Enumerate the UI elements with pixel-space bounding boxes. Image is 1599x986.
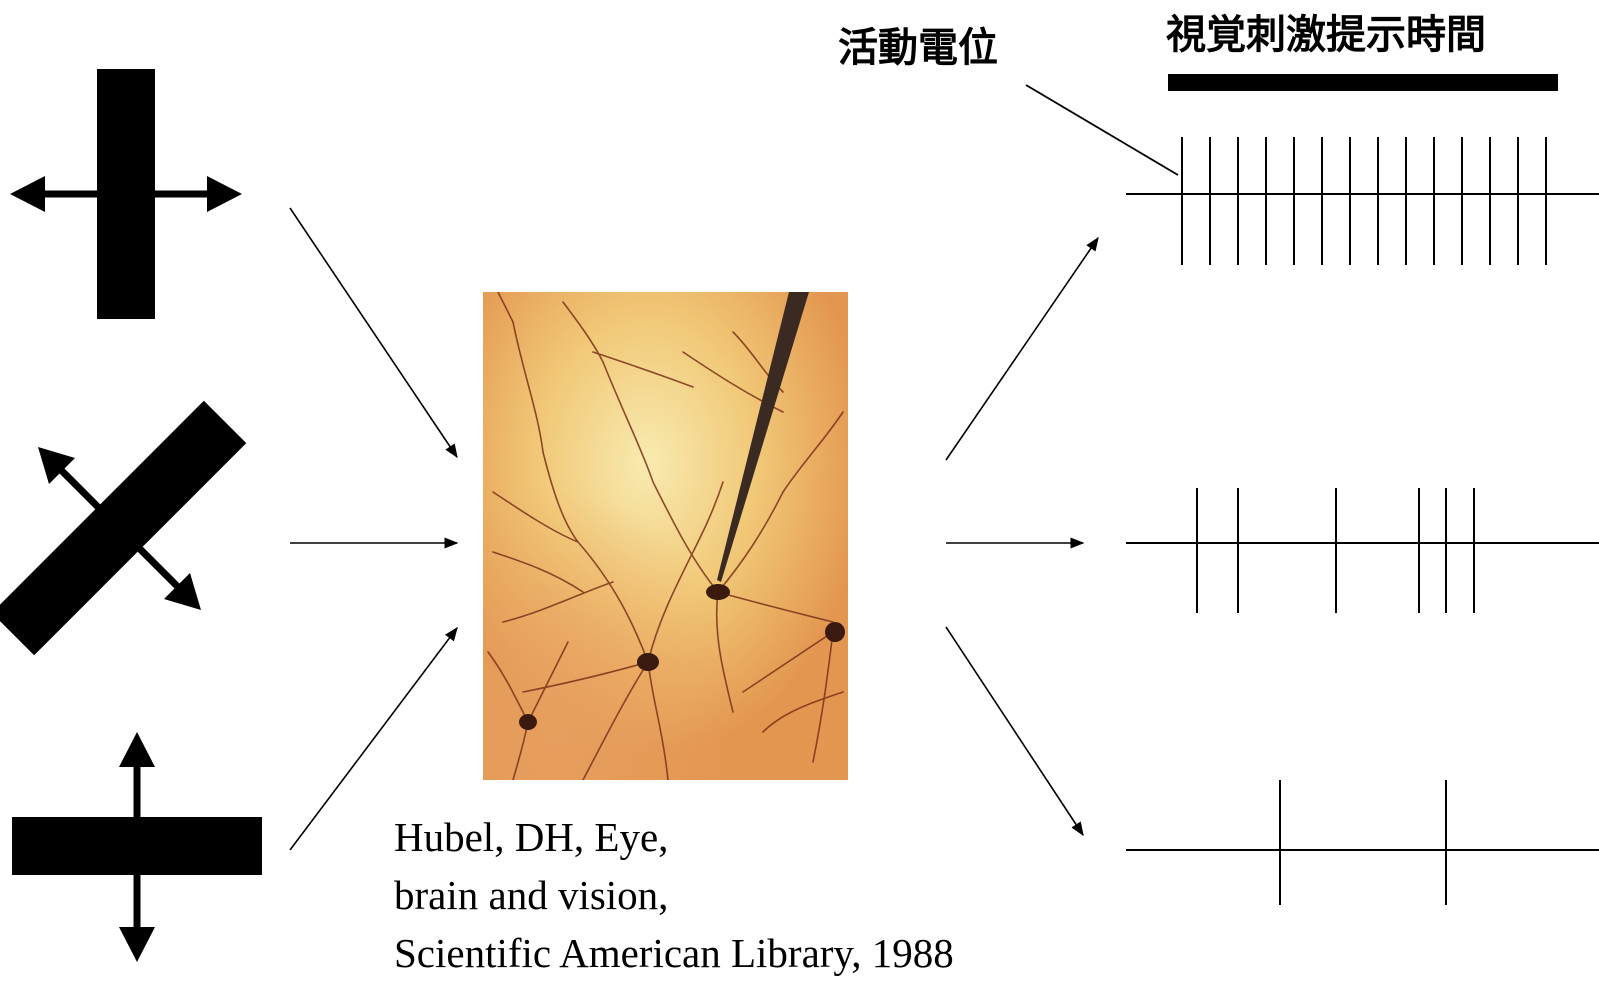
stimulus-time-label: 視覚刺激提示時間 [1166, 15, 1486, 55]
output-arrows [946, 238, 1098, 835]
stimulus-time-bar [1168, 74, 1558, 91]
spike-train-medium [1126, 488, 1599, 613]
input-arrow-1 [290, 208, 457, 457]
citation-line-3: Scientific American Library, 1988 [394, 924, 954, 982]
output-arrow-1 [946, 238, 1098, 460]
input-arrows [290, 208, 457, 850]
neuron-micrograph [483, 292, 848, 780]
action-potential-label: 活動電位 [838, 28, 998, 68]
spike-train-strong [1126, 137, 1599, 265]
citation-line-1: Hubel, DH, Eye, [394, 808, 954, 866]
citation: Hubel, DH, Eye, brain and vision, Scient… [394, 808, 954, 982]
stimulus-horizontal-bar [12, 732, 262, 962]
citation-line-2: brain and vision, [394, 866, 954, 924]
action-potential-pointer [1026, 85, 1178, 175]
stimulus-vertical-bar [10, 69, 242, 319]
stimulus-oblique-bar [0, 401, 246, 656]
output-arrow-3 [946, 627, 1083, 835]
spike-train-weak [1126, 780, 1599, 905]
